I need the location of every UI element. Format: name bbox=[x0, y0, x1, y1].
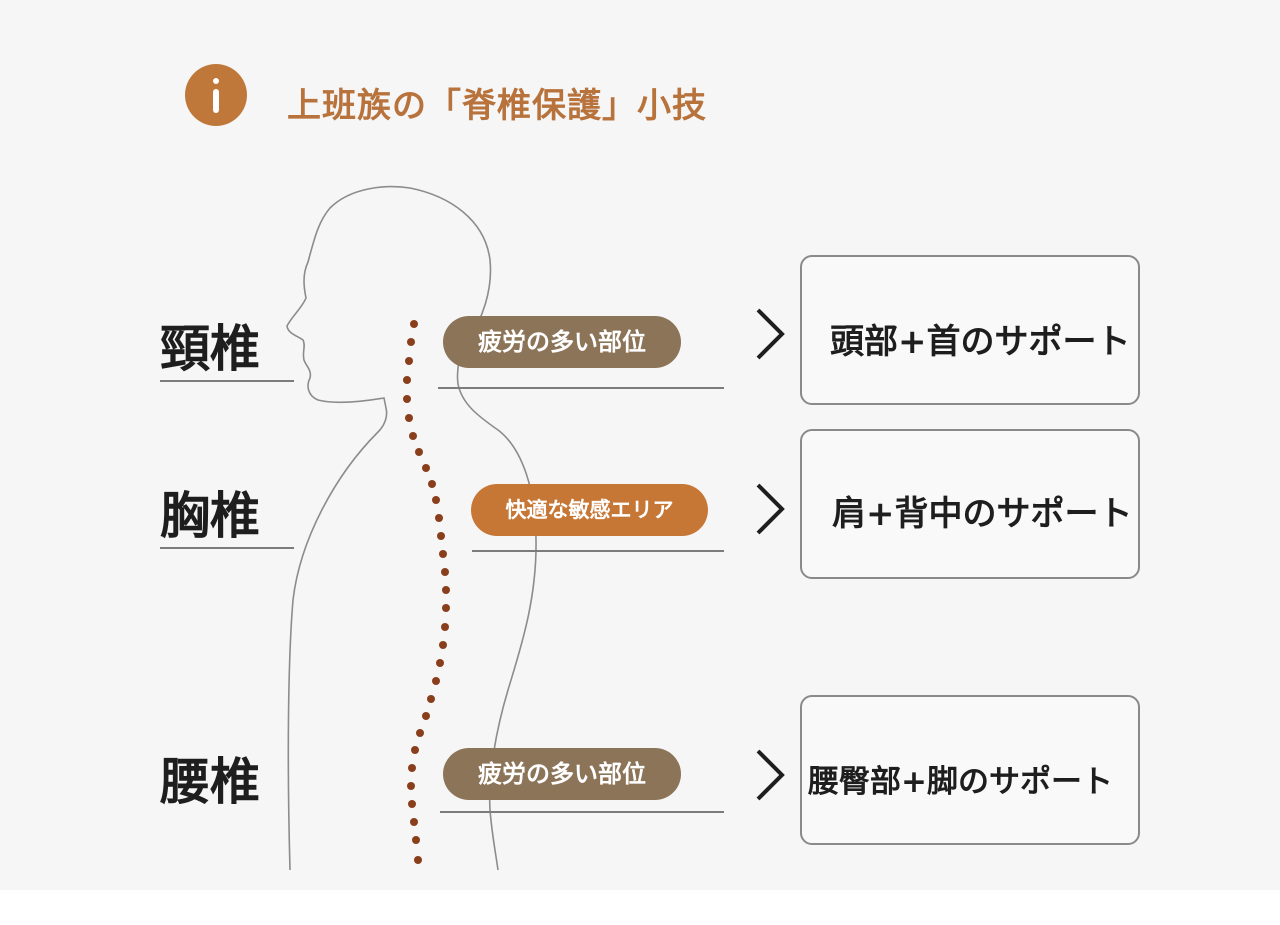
spine-dot bbox=[405, 414, 413, 422]
spine-dot bbox=[436, 659, 444, 667]
spine-dot bbox=[439, 550, 447, 558]
support-text-waist-leg: 腰臀部+脚のサポート bbox=[808, 764, 1113, 800]
spine-dot bbox=[414, 856, 422, 864]
support-text-shoulder-back: 肩+背中のサポート bbox=[832, 494, 1133, 534]
divider-line-thoracic bbox=[472, 550, 724, 552]
spine-dot bbox=[410, 320, 418, 328]
spine-dot bbox=[422, 464, 430, 472]
spine-dot bbox=[432, 677, 440, 685]
support-box-waist-leg bbox=[800, 695, 1140, 845]
spine-dot bbox=[409, 432, 417, 440]
chevron-right-icon bbox=[756, 749, 785, 801]
spine-dot bbox=[427, 695, 435, 703]
spine-dot bbox=[441, 568, 449, 576]
divider-line-cervical bbox=[438, 387, 724, 389]
spine-dot bbox=[403, 395, 411, 403]
spine-dot bbox=[442, 604, 450, 612]
support-text-head-neck: 頭部+首のサポート bbox=[830, 322, 1131, 362]
spine-dot bbox=[408, 800, 416, 808]
tag-pill-lumbar: 疲労の多い部位 bbox=[443, 748, 681, 800]
spine-dot bbox=[412, 836, 420, 844]
tag-pill-thoracic: 快適な敏感エリア bbox=[471, 484, 708, 536]
info-icon-bar bbox=[213, 89, 219, 113]
spine-dot bbox=[407, 782, 415, 790]
chevron-right-icon bbox=[756, 483, 785, 535]
spine-dot bbox=[416, 729, 424, 737]
info-icon bbox=[185, 64, 247, 126]
page-title: 上班族の「脊椎保護」小技 bbox=[287, 86, 707, 126]
spine-dot bbox=[408, 764, 416, 772]
region-label-lumbar: 腰椎 bbox=[160, 753, 260, 811]
spine-dot bbox=[407, 338, 415, 346]
divider-line-lumbar bbox=[440, 811, 724, 813]
spine-dot bbox=[403, 376, 411, 384]
spine-dot bbox=[405, 357, 413, 365]
spine-dot bbox=[422, 712, 430, 720]
spine-dots bbox=[403, 320, 450, 864]
tag-pill-cervical: 疲労の多い部位 bbox=[443, 316, 681, 368]
region-label-cervical: 頸椎 bbox=[160, 324, 294, 382]
head-outline bbox=[286, 185, 537, 871]
page-bottom-strip bbox=[0, 890, 1280, 925]
spine-dot bbox=[411, 746, 419, 754]
human-profile-illustration bbox=[286, 185, 537, 871]
spine-dot bbox=[432, 496, 440, 504]
spine-dot bbox=[410, 818, 418, 826]
support-box-head-neck bbox=[800, 255, 1140, 405]
chevron-right-icon bbox=[756, 308, 785, 360]
spine-dot bbox=[441, 623, 449, 631]
spine-dot bbox=[415, 448, 423, 456]
spine-dot bbox=[442, 586, 450, 594]
spine-dot bbox=[435, 514, 443, 522]
spine-dot bbox=[439, 641, 447, 649]
spine-dot bbox=[428, 480, 436, 488]
spine-dot bbox=[437, 532, 445, 540]
support-box-shoulder-back bbox=[800, 429, 1140, 579]
info-icon-dot bbox=[213, 78, 219, 84]
region-label-thoracic: 胸椎 bbox=[160, 491, 294, 549]
